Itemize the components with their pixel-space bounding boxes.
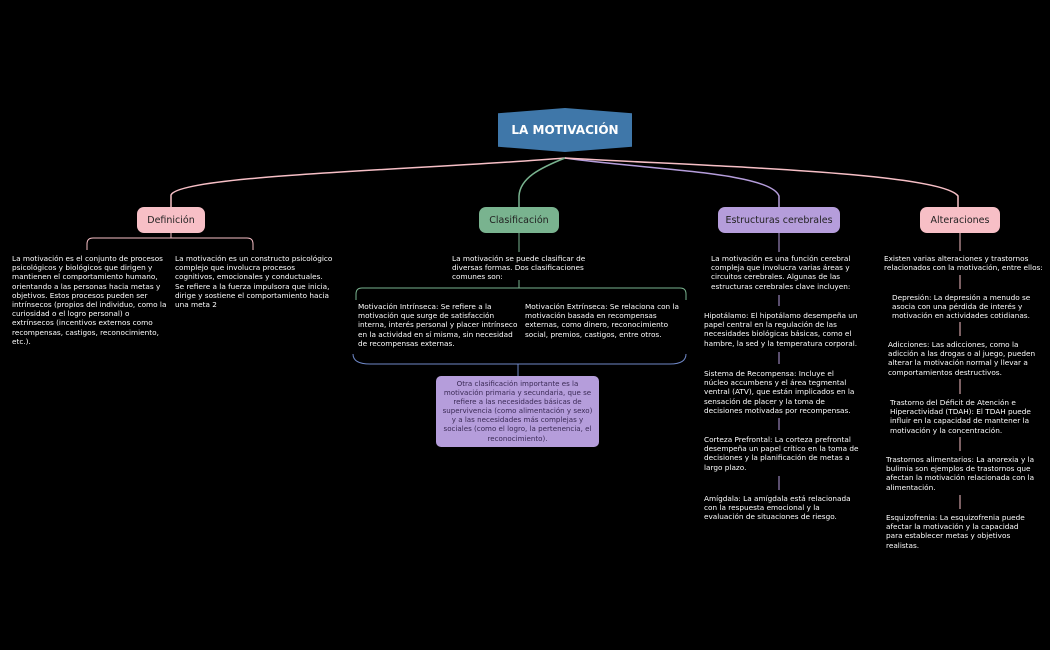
alteraciones-intro[interactable]: Existen varias alteraciones y trastornos…: [884, 254, 1043, 273]
link-cla-branches: [355, 280, 687, 300]
estructura-amigdala[interactable]: Amígdala: La amígdala está relacionada c…: [704, 494, 851, 522]
estructura-prefrontal[interactable]: Corteza Prefrontal: La corteza prefronta…: [704, 435, 859, 472]
alteracion-adicciones[interactable]: Adicciones: Las adicciones, como la adic…: [888, 340, 1036, 377]
alteracion-esquizofrenia[interactable]: Esquizofrenia: La esquizofrenia puede af…: [886, 513, 1025, 550]
link-def-branches: [86, 233, 254, 250]
estructura-recompensa[interactable]: Sistema de Recompensa: Incluye el núcleo…: [704, 369, 855, 415]
estructura-hipotalamo[interactable]: Hipotálamo: El hipotálamo desempeña un p…: [704, 311, 858, 348]
link-root-definicion: [170, 157, 566, 207]
estructuras-intro[interactable]: La motivación es una función cerebral co…: [711, 254, 851, 291]
cla-bracket: [352, 353, 687, 365]
link-root-estructuras: [564, 157, 780, 207]
clasificacion-intro[interactable]: La motivación se puede clasificar de div…: [452, 254, 586, 282]
clasificacion-callout[interactable]: Otra clasificación importante es la moti…: [436, 376, 599, 447]
root-node[interactable]: LA MOTIVACIÓN: [498, 108, 632, 152]
topic-definicion[interactable]: Definición: [137, 207, 205, 233]
link-root-clasificacion: [518, 157, 566, 207]
alteracion-tdah[interactable]: Trastorno del Déficit de Atención e Hipe…: [890, 398, 1031, 435]
definicion-text-2[interactable]: La motivación es un constructo psicológi…: [175, 254, 333, 310]
clasificacion-intrinseca[interactable]: Motivación Intrínseca: Se refiere a la m…: [358, 302, 518, 348]
topic-estructuras[interactable]: Estructuras cerebrales: [718, 207, 840, 233]
topic-clasificacion[interactable]: Clasificación: [479, 207, 559, 233]
alteracion-alimentarios[interactable]: Trastornos alimentarios: La anorexia y l…: [886, 455, 1035, 492]
link-root-alteraciones: [564, 157, 959, 207]
topic-alteraciones[interactable]: Alteraciones: [920, 207, 1000, 233]
clasificacion-extrinseca[interactable]: Motivación Extrínseca: Se relaciona con …: [525, 302, 679, 339]
definicion-text-1[interactable]: La motivación es el conjunto de procesos…: [12, 254, 167, 346]
alteracion-depresion[interactable]: Depresión: La depresión a menudo se asoc…: [892, 293, 1031, 321]
